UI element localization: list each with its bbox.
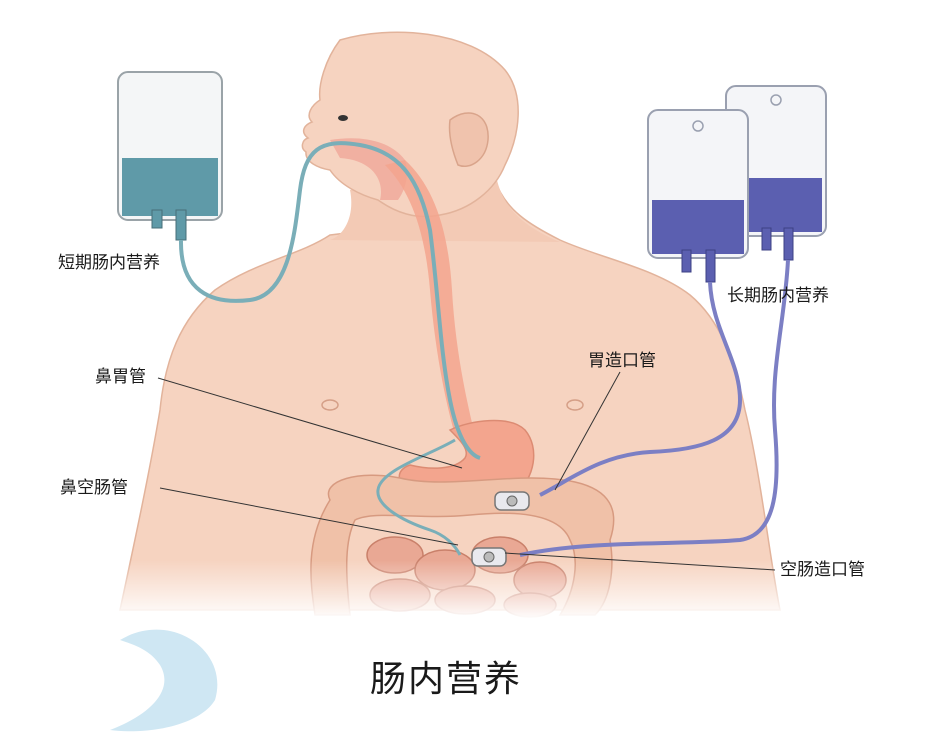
gastrostomy-port xyxy=(494,491,530,511)
ear xyxy=(448,112,489,167)
long-term-feeding-bag-front xyxy=(647,109,749,283)
eye xyxy=(338,115,348,121)
nasojejunal-tube xyxy=(376,438,462,556)
label-jejunostomy-tube: 空肠造口管 xyxy=(780,560,865,580)
leader-lines xyxy=(157,371,776,571)
gastrostomy-tube-line xyxy=(539,281,743,497)
page-caption: 肠内营养 xyxy=(370,659,523,700)
decorative-crescent xyxy=(110,629,218,732)
left-nipple xyxy=(321,399,339,411)
label-nasojejunal-tube: 鼻空肠管 xyxy=(60,478,128,498)
head xyxy=(301,31,519,218)
esophagus xyxy=(385,160,475,435)
short-term-feeding-bag xyxy=(117,71,223,241)
bottom-fade xyxy=(100,560,820,620)
short-term-tube xyxy=(178,141,481,460)
label-short-term-nutrition: 短期肠内营养 xyxy=(58,253,160,273)
label-long-term-nutrition: 长期肠内营养 xyxy=(727,286,829,306)
right-nipple xyxy=(566,399,584,411)
jejunostomy-port xyxy=(471,547,507,567)
label-gastrostomy-tube: 胃造口管 xyxy=(588,351,656,371)
label-nasogastric-tube: 鼻胃管 xyxy=(95,367,146,387)
jejunostomy-tube-line xyxy=(519,259,790,557)
